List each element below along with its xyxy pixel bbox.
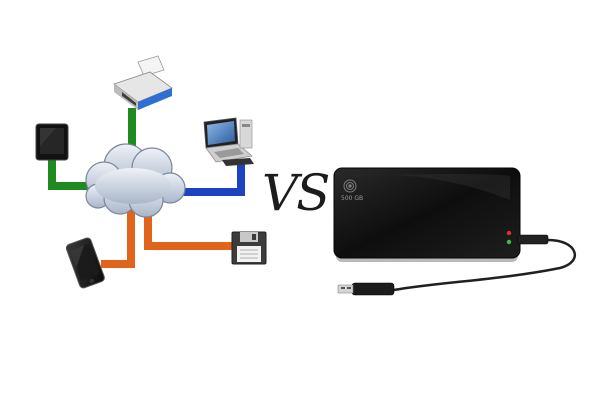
usb-cable xyxy=(337,234,576,296)
link-smartphone xyxy=(101,210,135,268)
vs-separator-label: VS xyxy=(262,164,328,222)
status-led-red xyxy=(506,230,512,236)
printer-icon xyxy=(113,55,173,110)
drive-capacity-label: 500 GB xyxy=(341,195,363,202)
laptop-icon xyxy=(203,117,254,166)
smartphone-icon xyxy=(65,237,105,289)
cloud-icon xyxy=(85,143,186,218)
tablet-icon xyxy=(35,123,69,161)
link-floppy xyxy=(144,210,232,250)
floppy-disk-icon xyxy=(231,231,267,265)
link-tablet xyxy=(48,160,100,190)
status-led-green xyxy=(506,239,512,245)
link-laptop xyxy=(168,160,245,196)
external-hard-drive: 500 GB xyxy=(333,167,521,262)
drive-logo-icon xyxy=(343,179,357,193)
